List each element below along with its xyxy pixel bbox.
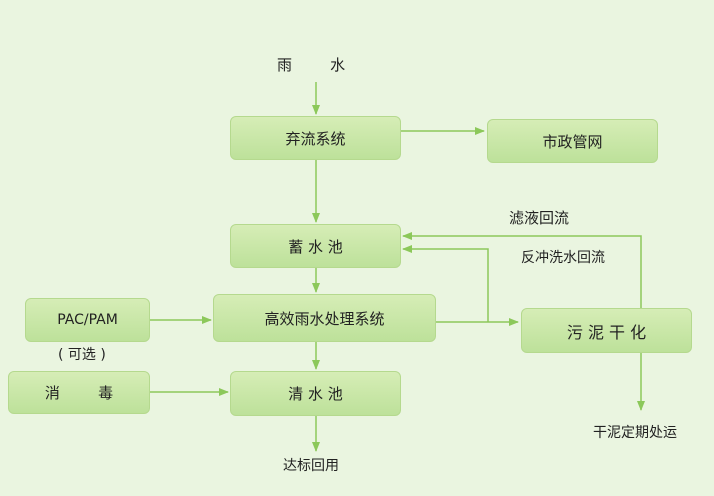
rain-input-label: 雨 水 [277, 56, 346, 74]
output-label: 达标回用 [283, 458, 339, 474]
node-municipal-network: 市政管网 [487, 119, 658, 163]
node-treatment-system: 高效雨水处理系统 [213, 294, 436, 342]
filtrate-return-label: 滤液回流 [509, 209, 570, 227]
sludge-disposal-label: 干泥定期处运 [593, 425, 677, 441]
arrow-filtrate-return [402, 232, 642, 308]
node-sludge-drying: 污 泥 干 化 [521, 308, 692, 353]
node-pac-pam: PAC/PAM [25, 298, 150, 342]
node-clear-water-tank: 清 水 池 [230, 371, 401, 416]
node-diversion-system: 弃流系统 [230, 116, 401, 160]
node-storage-tank: 蓄 水 池 [230, 224, 401, 268]
node-disinfection: 消 毒 [8, 371, 150, 414]
optional-label: ( 可选 ) [58, 347, 106, 363]
arrow-backwash-return [402, 245, 489, 322]
backwash-return-label: 反冲洗水回流 [521, 250, 605, 266]
